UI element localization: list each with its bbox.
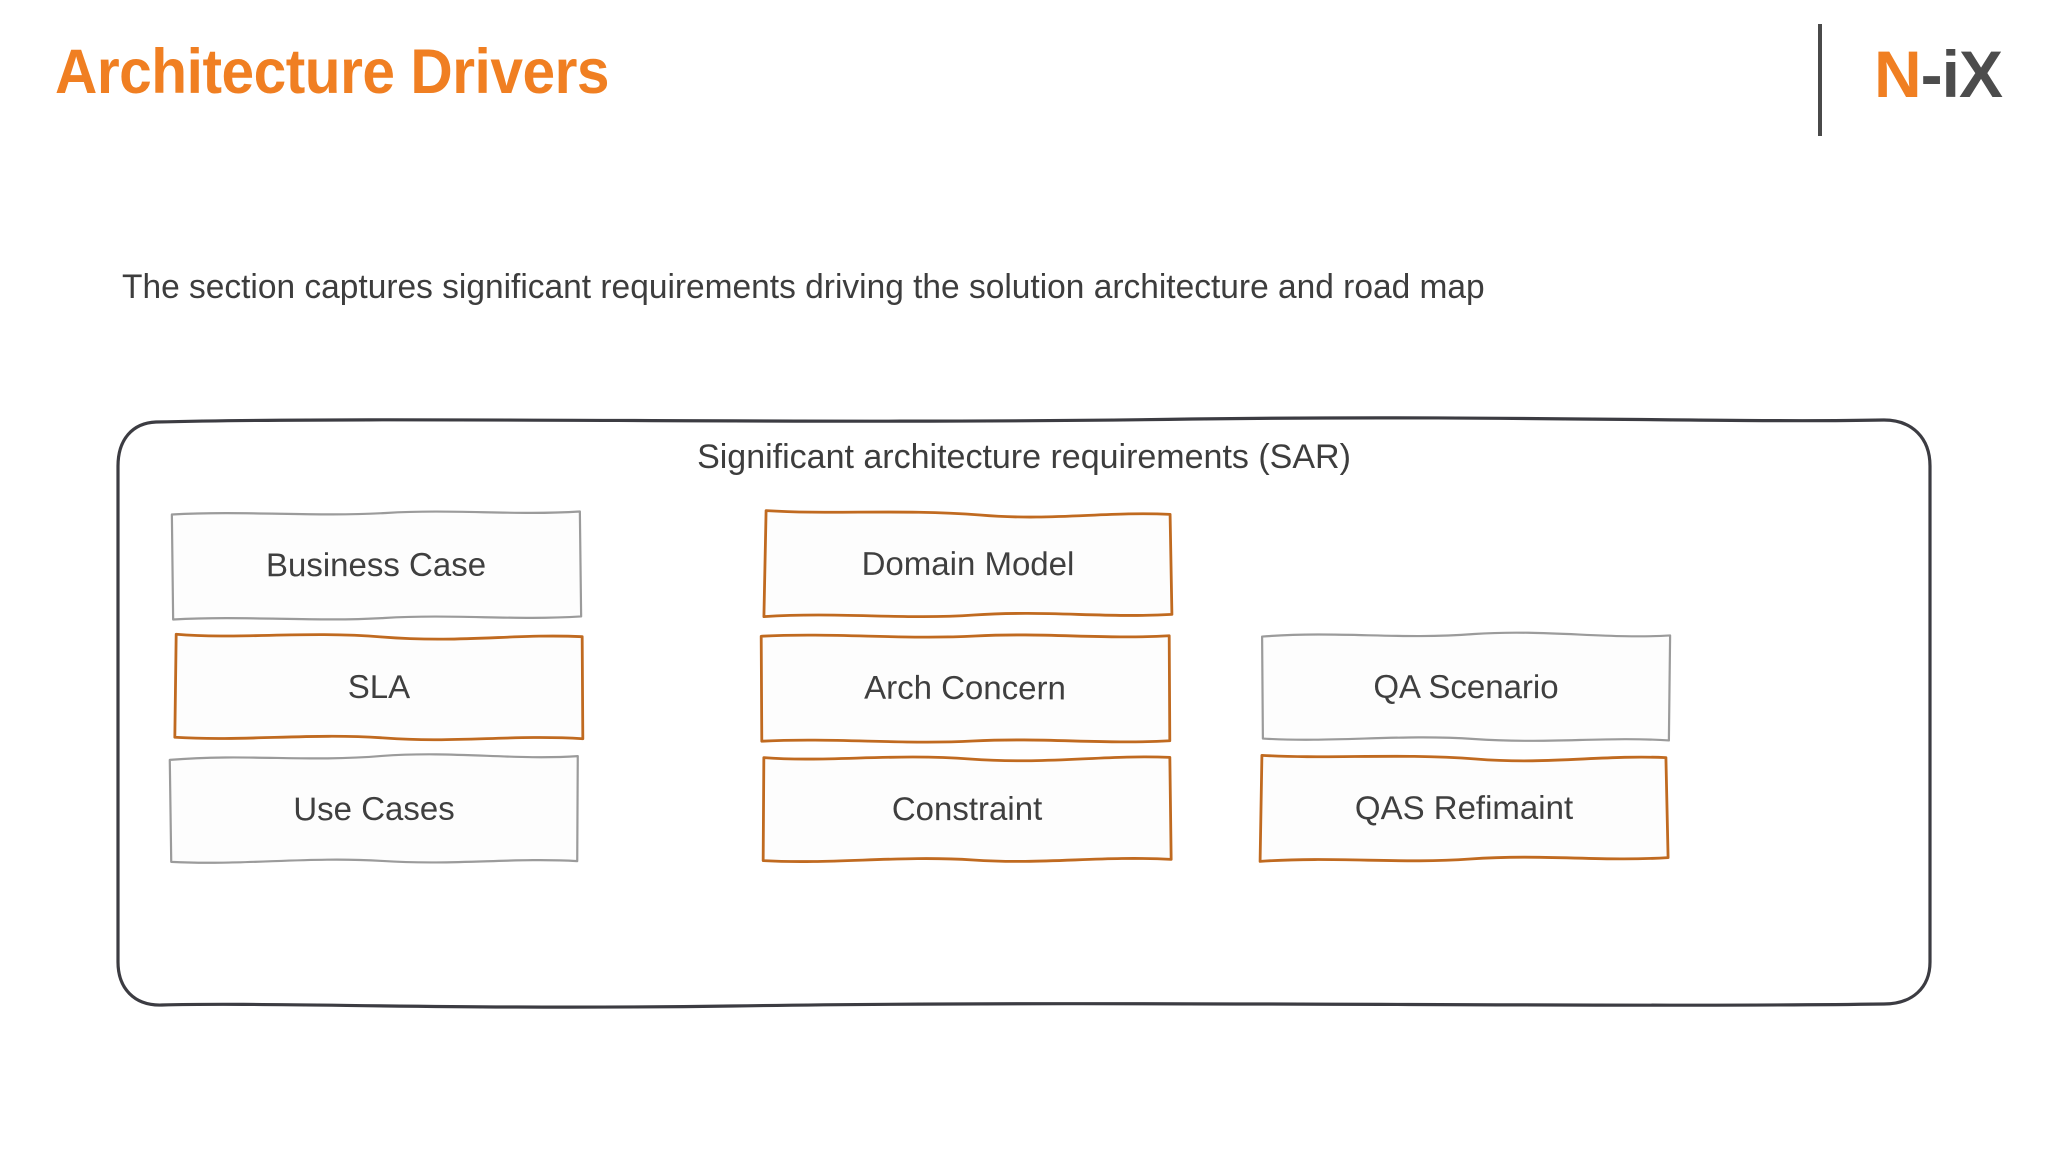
sar-card-constraint[interactable]: Constraint: [761, 753, 1173, 864]
sar-card-label: QA Scenario: [1373, 667, 1559, 706]
sar-card-label: Use Cases: [293, 789, 455, 828]
sar-card-border: [1252, 747, 1676, 870]
sar-panel: Significant architecture requirements (S…: [112, 414, 1936, 1010]
sar-card-arch-concern[interactable]: Arch Concern: [759, 632, 1171, 744]
sar-card-border: [753, 626, 1177, 750]
sar-card-label: SLA: [347, 667, 411, 706]
nix-logo: N-iX: [1874, 41, 2003, 107]
sar-card-label: Business Case: [265, 545, 487, 584]
sar-heading: Significant architecture requirements (S…: [697, 438, 1351, 476]
sar-card-use-cases[interactable]: Use Cases: [168, 753, 580, 865]
sar-card-label: QAS Refimaint: [1354, 788, 1574, 827]
slide-subtitle: The section captures significant require…: [122, 268, 1485, 306]
sar-card-label: Domain Model: [861, 544, 1075, 583]
sar-card-label: Arch Concern: [864, 668, 1066, 707]
sar-card-domain-model[interactable]: Domain Model: [762, 509, 1174, 620]
sar-panel-border: [112, 414, 1936, 1010]
sar-card-qa-scenario[interactable]: QA Scenario: [1260, 632, 1672, 743]
sar-card-border: [755, 747, 1179, 870]
sar-card-border: [1254, 626, 1678, 749]
brand-logo-group: N-iX: [1817, 22, 2003, 138]
logo-text-ix: -iX: [1920, 37, 2003, 111]
logo-text-n: N: [1873, 37, 1922, 111]
sar-card-qas-refimaint[interactable]: QAS Refimaint: [1258, 753, 1670, 864]
sar-card-border: [167, 625, 591, 748]
sar-card-border: [756, 503, 1180, 626]
sar-card-label: Constraint: [891, 789, 1043, 828]
sar-card-business-case[interactable]: Business Case: [170, 509, 582, 620]
brand-divider: [1817, 24, 1822, 136]
sar-card-border: [164, 503, 588, 626]
sar-card-sla[interactable]: SLA: [173, 631, 585, 742]
page-title: Architecture Drivers: [55, 37, 610, 107]
sar-card-grid: Business Case SLA Use Cases Domain Model…: [112, 414, 1936, 1010]
sar-card-border: [162, 747, 587, 871]
